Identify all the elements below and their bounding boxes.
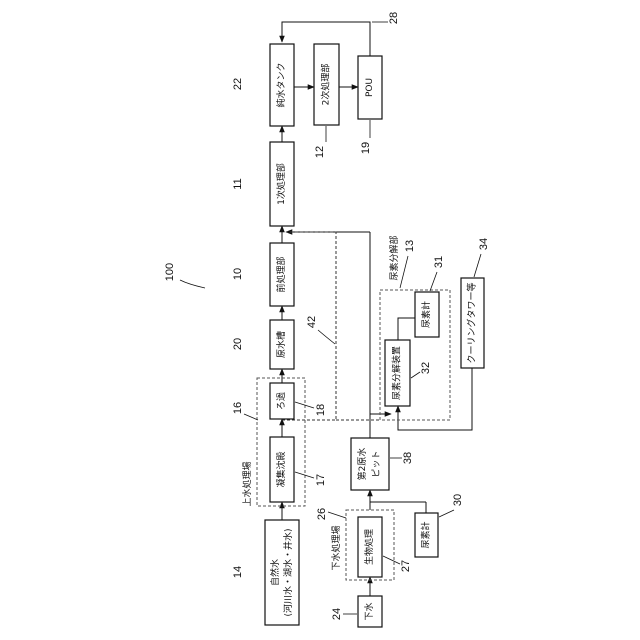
natural-water-label-line2: (河川水・湖水・井水) — [282, 528, 294, 616]
biological-treatment-label: 生物処理 — [363, 529, 375, 565]
ref-24: 24 — [331, 608, 343, 620]
secondary-treatment-label: 2次処理部 — [320, 64, 332, 106]
ref-13: 13 — [404, 240, 416, 252]
sewage-facility-label: 下水処理場 — [330, 525, 342, 570]
ref-31: 31 — [433, 256, 445, 268]
ref-30: 30 — [452, 494, 464, 506]
pretreatment-label: 前処理部 — [275, 256, 287, 292]
second-raw-water-pit-box — [351, 438, 389, 490]
ref-12: 12 — [314, 146, 326, 158]
ref-42-leader — [318, 330, 335, 344]
pou-label: POU — [365, 78, 375, 97]
filtration-label: ろ過 — [276, 392, 287, 410]
sewage-label: 下水 — [363, 602, 375, 620]
ref-27-leader — [383, 556, 400, 564]
ref-32-leader — [411, 372, 420, 378]
ref-22: 22 — [232, 78, 244, 90]
urea-meter-top-label: 尿素計 — [420, 301, 432, 328]
ref-32: 32 — [420, 362, 432, 374]
second-raw-water-pit-label-line2: ピット — [371, 450, 382, 477]
natural-water-label-line1: 自然水 — [269, 559, 281, 586]
urea-decomposition-unit-label: 尿素分解部 — [388, 235, 400, 280]
figure-label: 100 — [164, 263, 176, 281]
ref-27: 27 — [400, 560, 412, 572]
ref-20: 20 — [232, 338, 244, 350]
figure-label-leader — [180, 280, 205, 288]
ref-26: 26 — [316, 508, 328, 520]
primary-treatment-label: 1次処理部 — [275, 163, 287, 205]
box-labels: 純水タンク 2次処理部 POU 1次処理部 前処理部 原水槽 ろ過 凝集沈殿 自… — [269, 62, 478, 620]
ref-19: 19 — [360, 142, 372, 154]
pure-water-tank-label: 純水タンク — [275, 62, 287, 107]
ref-28: 28 — [388, 12, 400, 24]
ref-18: 18 — [315, 404, 327, 416]
water-supply-facility-label: 上水処理場 — [241, 461, 253, 506]
urea-decomposition-device-label: 尿素分解装置 — [391, 346, 403, 400]
ref-34-leader — [474, 254, 481, 277]
ref-13-leader — [400, 256, 408, 288]
ref-11: 11 — [232, 178, 244, 189]
ref-30-leader — [439, 510, 454, 517]
ref-17: 17 — [315, 474, 327, 486]
ref-34: 34 — [478, 238, 490, 250]
ref-31-leader — [430, 272, 437, 291]
ref-14: 14 — [232, 566, 244, 578]
ref-26-leader — [328, 512, 346, 518]
urea-meter-bottom-label: 尿素計 — [420, 521, 432, 548]
raw-water-tank-label: 原水槽 — [275, 331, 287, 358]
ref-38: 38 — [402, 452, 414, 464]
ref-10: 10 — [232, 268, 244, 280]
ref-42: 42 — [306, 316, 318, 328]
ref-16: 16 — [232, 402, 244, 414]
ref-16-leader — [244, 414, 258, 420]
coagulation-label: 凝集沈殿 — [275, 451, 287, 487]
cooling-tower-label: クーリングタワー等 — [466, 282, 478, 363]
second-raw-water-pit-label-line1: 第2原水 — [356, 448, 368, 481]
